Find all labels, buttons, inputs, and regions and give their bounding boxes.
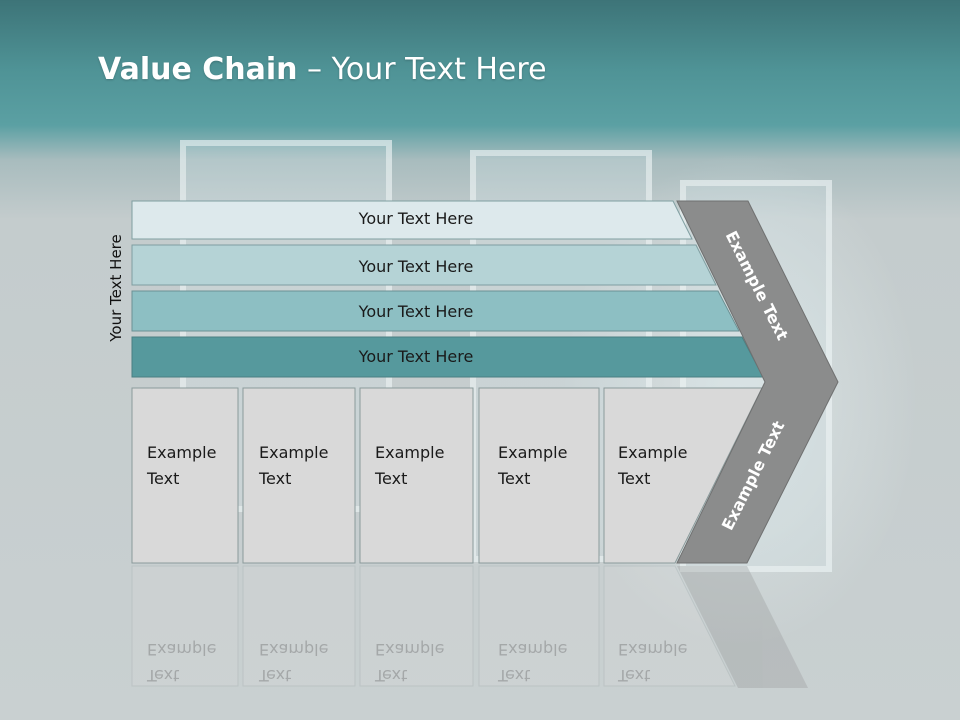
example-box-3 (359, 387, 474, 564)
reflection-box-5 (603, 565, 736, 687)
bar-3 (131, 290, 740, 332)
box-2-line2: Text (258, 469, 291, 488)
example-box-2 (242, 387, 356, 564)
reflection-box-4 (478, 565, 600, 687)
reflection-line1: Example (498, 640, 568, 659)
example-box-1 (131, 387, 239, 564)
title-bold: Value Chain (98, 52, 298, 87)
reflection-line2: Text (498, 666, 531, 685)
reflection (131, 565, 808, 688)
example-box-4 (478, 387, 600, 564)
box-3-line1: Example (375, 443, 444, 462)
margin-chevron (676, 200, 839, 564)
reflection-line1: Example (618, 640, 688, 659)
reflection-box-2 (242, 565, 356, 687)
reflection-text-5: Text Example (618, 636, 687, 688)
box-1-line2: Text (146, 469, 179, 488)
reflection-line2: Text (618, 666, 651, 685)
box-4-line1: Example (498, 443, 567, 462)
box-5-line1: Example (618, 443, 687, 462)
reflection-line1: Example (375, 640, 445, 659)
reflection-line2: Text (147, 666, 180, 685)
bar-1-label: Your Text Here (358, 209, 474, 228)
box-2-line1: Example (259, 443, 328, 462)
bar-1 (131, 200, 693, 240)
title-rest: – Your Text Here (297, 52, 547, 87)
bar-3-label: Your Text Here (358, 302, 474, 321)
reflection-text-1: Text Example (147, 636, 216, 688)
reflection-line2: Text (259, 666, 292, 685)
reflection-chevron (677, 566, 808, 688)
reflection-line1: Example (147, 640, 217, 659)
box-3-line2: Text (374, 469, 407, 488)
reflection-box-1 (131, 565, 239, 687)
box-5-line2: Text (617, 469, 650, 488)
reflection-text-3: Text Example (375, 636, 444, 688)
box-1-line1: Example (147, 443, 216, 462)
slide-title: Value Chain – Your Text Here (98, 52, 547, 87)
bar-4-label: Your Text Here (358, 347, 474, 366)
bar-2 (131, 244, 717, 286)
box-4-line2: Text (497, 469, 530, 488)
bar-2-label: Your Text Here (358, 257, 474, 276)
reflection-text-2: Text Example (259, 636, 328, 688)
reflection-box-3 (359, 565, 474, 687)
reflection-line1: Example (259, 640, 329, 659)
reflection-text-4: Text Example (498, 636, 567, 688)
reflection-line2: Text (375, 666, 408, 685)
example-box-5 (603, 387, 763, 564)
